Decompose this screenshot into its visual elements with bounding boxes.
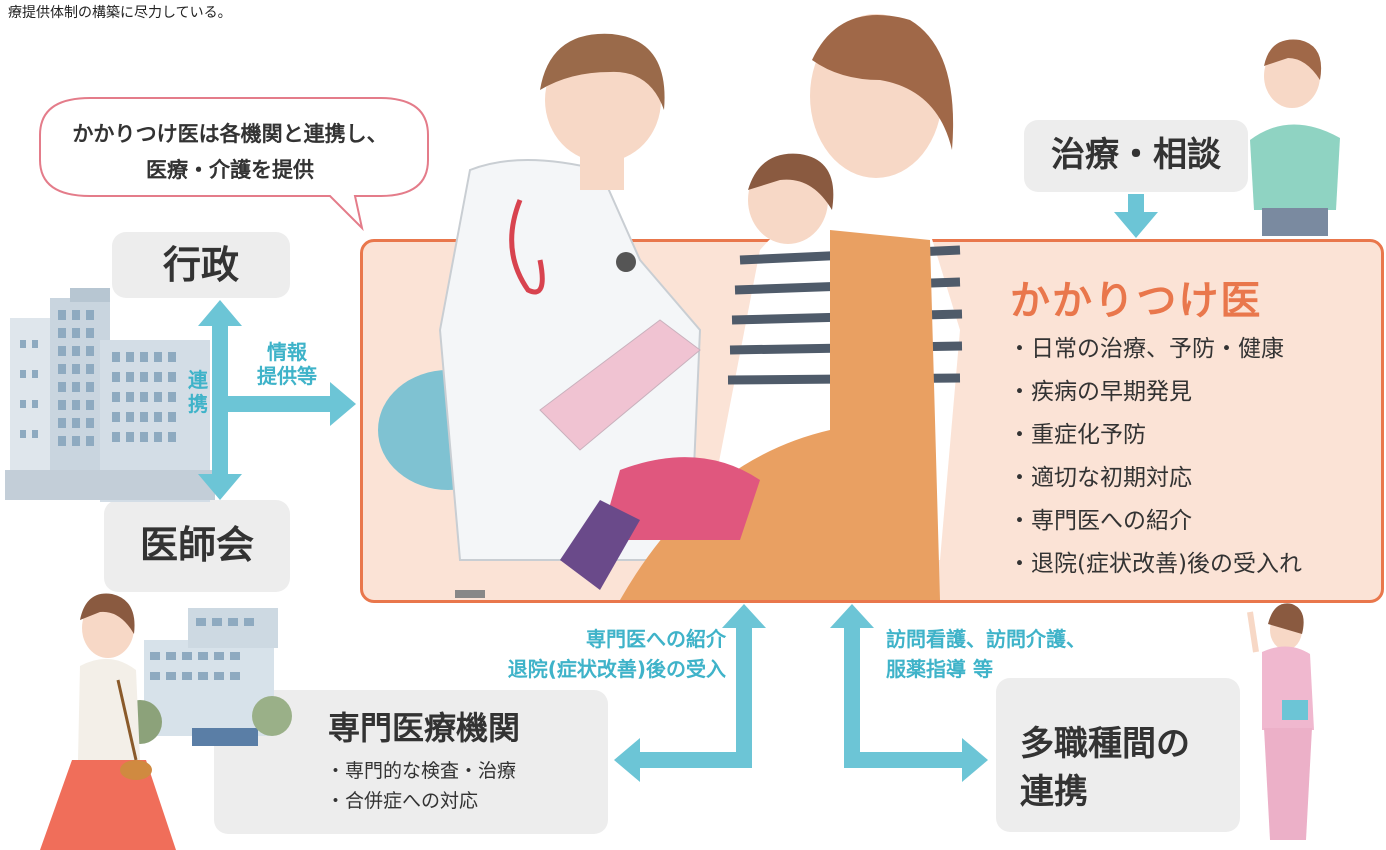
gyosei-box [112, 232, 290, 298]
tashokushu-line1: 多職種間の [1020, 724, 1190, 764]
senmon-item: ・合併症への対応 [326, 790, 479, 812]
gyosei-ishikai-arrows [198, 300, 356, 500]
tashokushu-label: 多職種間の 連携 [1020, 720, 1190, 816]
renkei-char-2: 携 [188, 392, 208, 416]
senmon-box [214, 690, 608, 834]
speech-bubble-text: かかりつけ医は各機関と連携し、 医療・介護を提供 [60, 116, 400, 188]
joho-line2: 提供等 [257, 364, 317, 388]
kakaritsuke-item: ・退院(症状改善)後の受入れ [1008, 551, 1302, 577]
kakaritsuke-item: ・適切な初期対応 [1008, 465, 1192, 491]
ishikai-label: 医師会 [139, 523, 254, 567]
treatment-arrow [1114, 194, 1158, 238]
kakaritsuke-item: ・重症化予防 [1008, 422, 1146, 448]
hospital-illustration [118, 608, 292, 746]
hospital-sign [192, 728, 258, 746]
joho-label: 情報 提供等 [244, 340, 330, 388]
homon-arrow-label: 訪問看護、訪問介護、 服薬指導 等 [886, 624, 1146, 684]
intro-text: 療提供体制の構築に尽力している。 [8, 5, 232, 21]
sick-woman-illustration [1250, 39, 1340, 236]
kakaritsuke-item: ・専門医への紹介 [1008, 508, 1192, 534]
woman-walking-illustration [40, 593, 176, 850]
renkei-label: 連 携 [188, 368, 208, 416]
gyosei-label: 行政 [162, 243, 239, 287]
kakaritsuke-item: ・日常の治療、予防・健康 [1008, 336, 1284, 362]
senmon-arrow-label: 専門医への紹介 退院(症状改善)後の受入 [430, 624, 726, 684]
treatment-box [1024, 120, 1248, 192]
government-building-illustration [5, 288, 215, 502]
speech-bubble [39, 97, 429, 232]
senmon-title: 専門医療機関 [328, 709, 521, 747]
kakaritsuke-title: かかりつけ医 [1010, 278, 1263, 324]
senmon-list: ・専門的な検査・治療 ・合併症への対応 [326, 756, 516, 816]
mother-child-illustration [560, 14, 963, 600]
kakaritsuke-list: ・日常の治療、予防・健康 ・疾病の早期発見 ・重症化予防 ・適切な初期対応 ・専… [1008, 328, 1302, 586]
kakaritsuke-item: ・疾病の早期発見 [1008, 379, 1192, 405]
homon-arrow [830, 604, 988, 782]
tashokushu-box [996, 678, 1240, 832]
speech-bubble-line2: 医療・介護を提供 [146, 158, 314, 182]
homon-arrow-line1: 訪問看護、訪問介護、 [886, 627, 1086, 651]
nurse-illustration [1247, 603, 1314, 840]
senmon-arrow-line1: 専門医への紹介 [586, 627, 726, 651]
speech-bubble-line1: かかりつけ医は各機関と連携し、 [72, 122, 388, 146]
doctor-illustration [378, 33, 702, 598]
senmon-arrow-line2: 退院(症状改善)後の受入 [507, 657, 726, 681]
treatment-label: 治療・相談 [1051, 135, 1221, 175]
senmon-arrow [614, 604, 766, 782]
joho-line1: 情報 [267, 340, 307, 364]
renkei-char-1: 連 [188, 368, 208, 392]
tashokushu-line2: 連携 [1020, 772, 1088, 812]
homon-arrow-line2: 服薬指導 等 [886, 657, 993, 681]
senmon-item: ・専門的な検査・治療 [326, 760, 517, 782]
ishikai-box [104, 500, 290, 592]
